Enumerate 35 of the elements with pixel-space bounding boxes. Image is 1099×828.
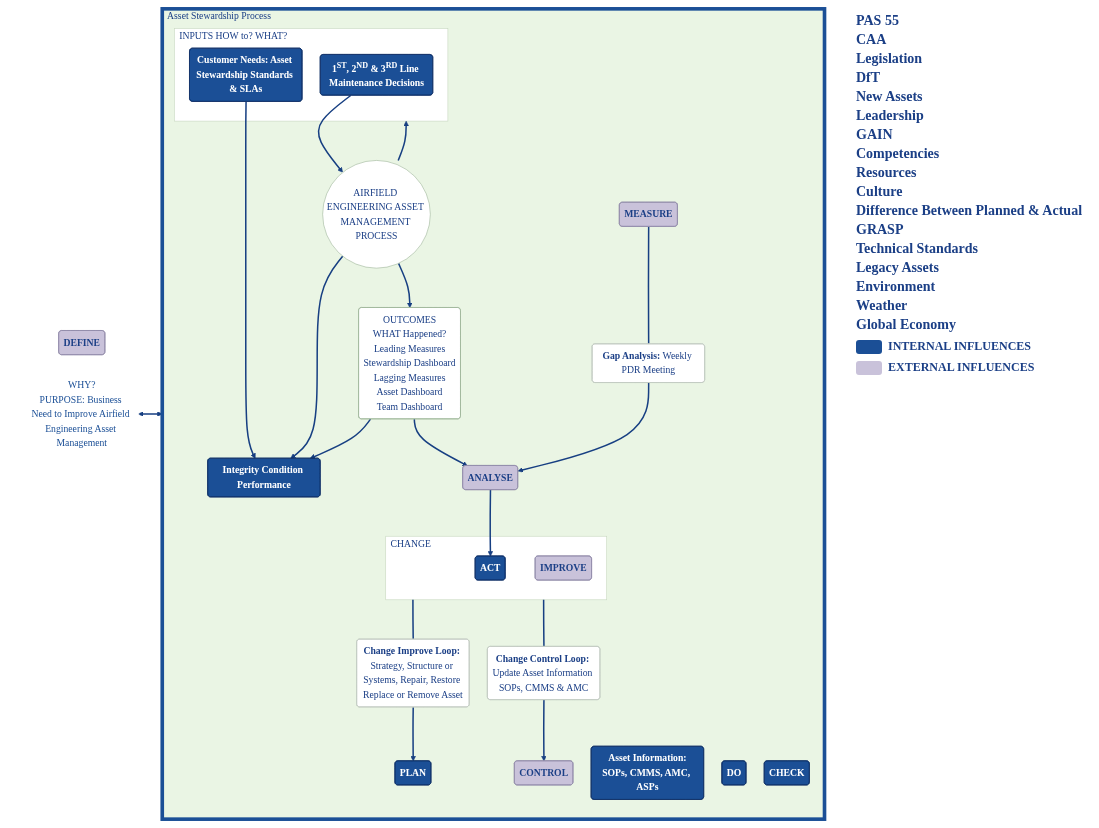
arrow	[245, 100, 256, 459]
influence-label: Environment	[856, 279, 937, 295]
arrow	[309, 418, 372, 459]
legend-label: EXTERNAL INFLUENCES	[888, 360, 1035, 375]
arrow	[487, 489, 494, 557]
legend-label: INTERNAL INFLUENCES	[888, 339, 1032, 354]
influence-label: DfT	[856, 70, 882, 86]
arrow	[397, 120, 409, 162]
connector	[647, 225, 650, 345]
connector	[542, 599, 545, 648]
influence-label: Difference Between Planned & Actual	[856, 203, 1084, 219]
influence-label: Legislation	[856, 51, 924, 67]
influence-label: PAS 55	[856, 13, 900, 29]
arrow	[410, 706, 416, 762]
node-circle: AIRFIELD ENGINEERING ASSET MANAGEMENT PROCESS	[322, 160, 431, 269]
influence-label: Leadership	[856, 108, 925, 124]
influence-label: Technical Standards	[856, 241, 979, 257]
arrow	[317, 94, 352, 173]
influence-label: CAA	[856, 32, 888, 48]
influence-label: Competencies	[856, 146, 941, 162]
arrow	[517, 382, 650, 473]
influence-label: GAIN	[856, 127, 894, 143]
influence-label: GRASP	[856, 222, 905, 238]
arrow	[397, 262, 413, 309]
arrow	[413, 418, 468, 466]
influence-label: Weather	[856, 298, 909, 314]
influence-label: Culture	[856, 184, 904, 200]
arrow	[541, 699, 547, 762]
connector	[412, 599, 414, 641]
influence-label: New Assets	[856, 89, 924, 105]
influence-label: Global Economy	[856, 317, 957, 333]
node-text: WHY? PURPOSE: Business Need to Improve Airfield Engineering Asset Management	[31, 379, 130, 448]
arrow	[290, 255, 344, 459]
influence-label: Resources	[856, 165, 918, 181]
influence-label: Legacy Assets	[856, 260, 940, 276]
